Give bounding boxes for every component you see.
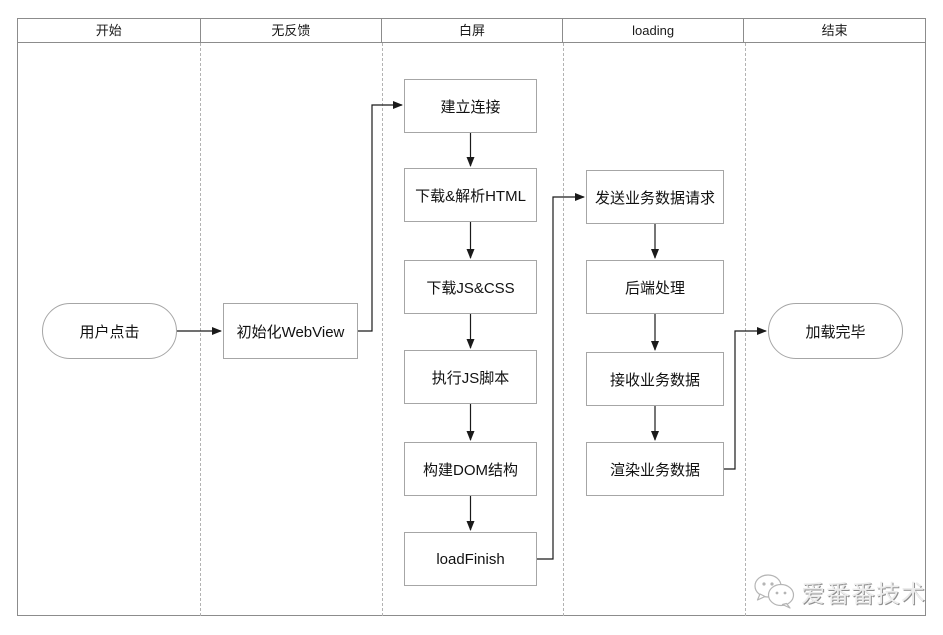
node-backend-process: 后端处理 — [586, 260, 724, 314]
node-init-webview: 初始化WebView — [223, 303, 358, 359]
node-build-dom: 构建DOM结构 — [404, 442, 537, 496]
node-download-parse-html: 下载&解析HTML — [404, 168, 537, 222]
node-user-click: 用户点击 — [42, 303, 177, 359]
lane-header-loading: loading — [563, 19, 745, 42]
lane-header-white-screen: 白屏 — [382, 19, 563, 42]
node-render-data: 渲染业务数据 — [586, 442, 724, 496]
lane-divider-4 — [745, 43, 746, 616]
lane-header-end: 结束 — [821, 23, 848, 38]
node-load-complete: 加载完毕 — [768, 303, 903, 359]
watermark-text: 爱番番技术 — [801, 580, 926, 608]
lane-divider-1 — [200, 43, 201, 616]
lane-header-no-feedback: 无反馈 — [201, 19, 383, 42]
node-execute-js: 执行JS脚本 — [404, 350, 537, 404]
lane-header-row: 开始 无反馈 白屏 loading 结束 — [17, 18, 926, 43]
lane-divider-3 — [563, 43, 564, 616]
wechat-icon — [754, 574, 795, 609]
lane-header-start: 开始 — [18, 19, 201, 42]
node-download-js-css: 下载JS&CSS — [404, 260, 537, 314]
node-receive-data: 接收业务数据 — [586, 352, 724, 406]
watermark: 爱番番技术 — [753, 571, 933, 611]
lane-divider-2 — [382, 43, 383, 616]
node-load-finish: loadFinish — [404, 532, 537, 586]
node-send-request: 发送业务数据请求 — [586, 170, 724, 224]
node-establish-connection: 建立连接 — [404, 79, 537, 133]
